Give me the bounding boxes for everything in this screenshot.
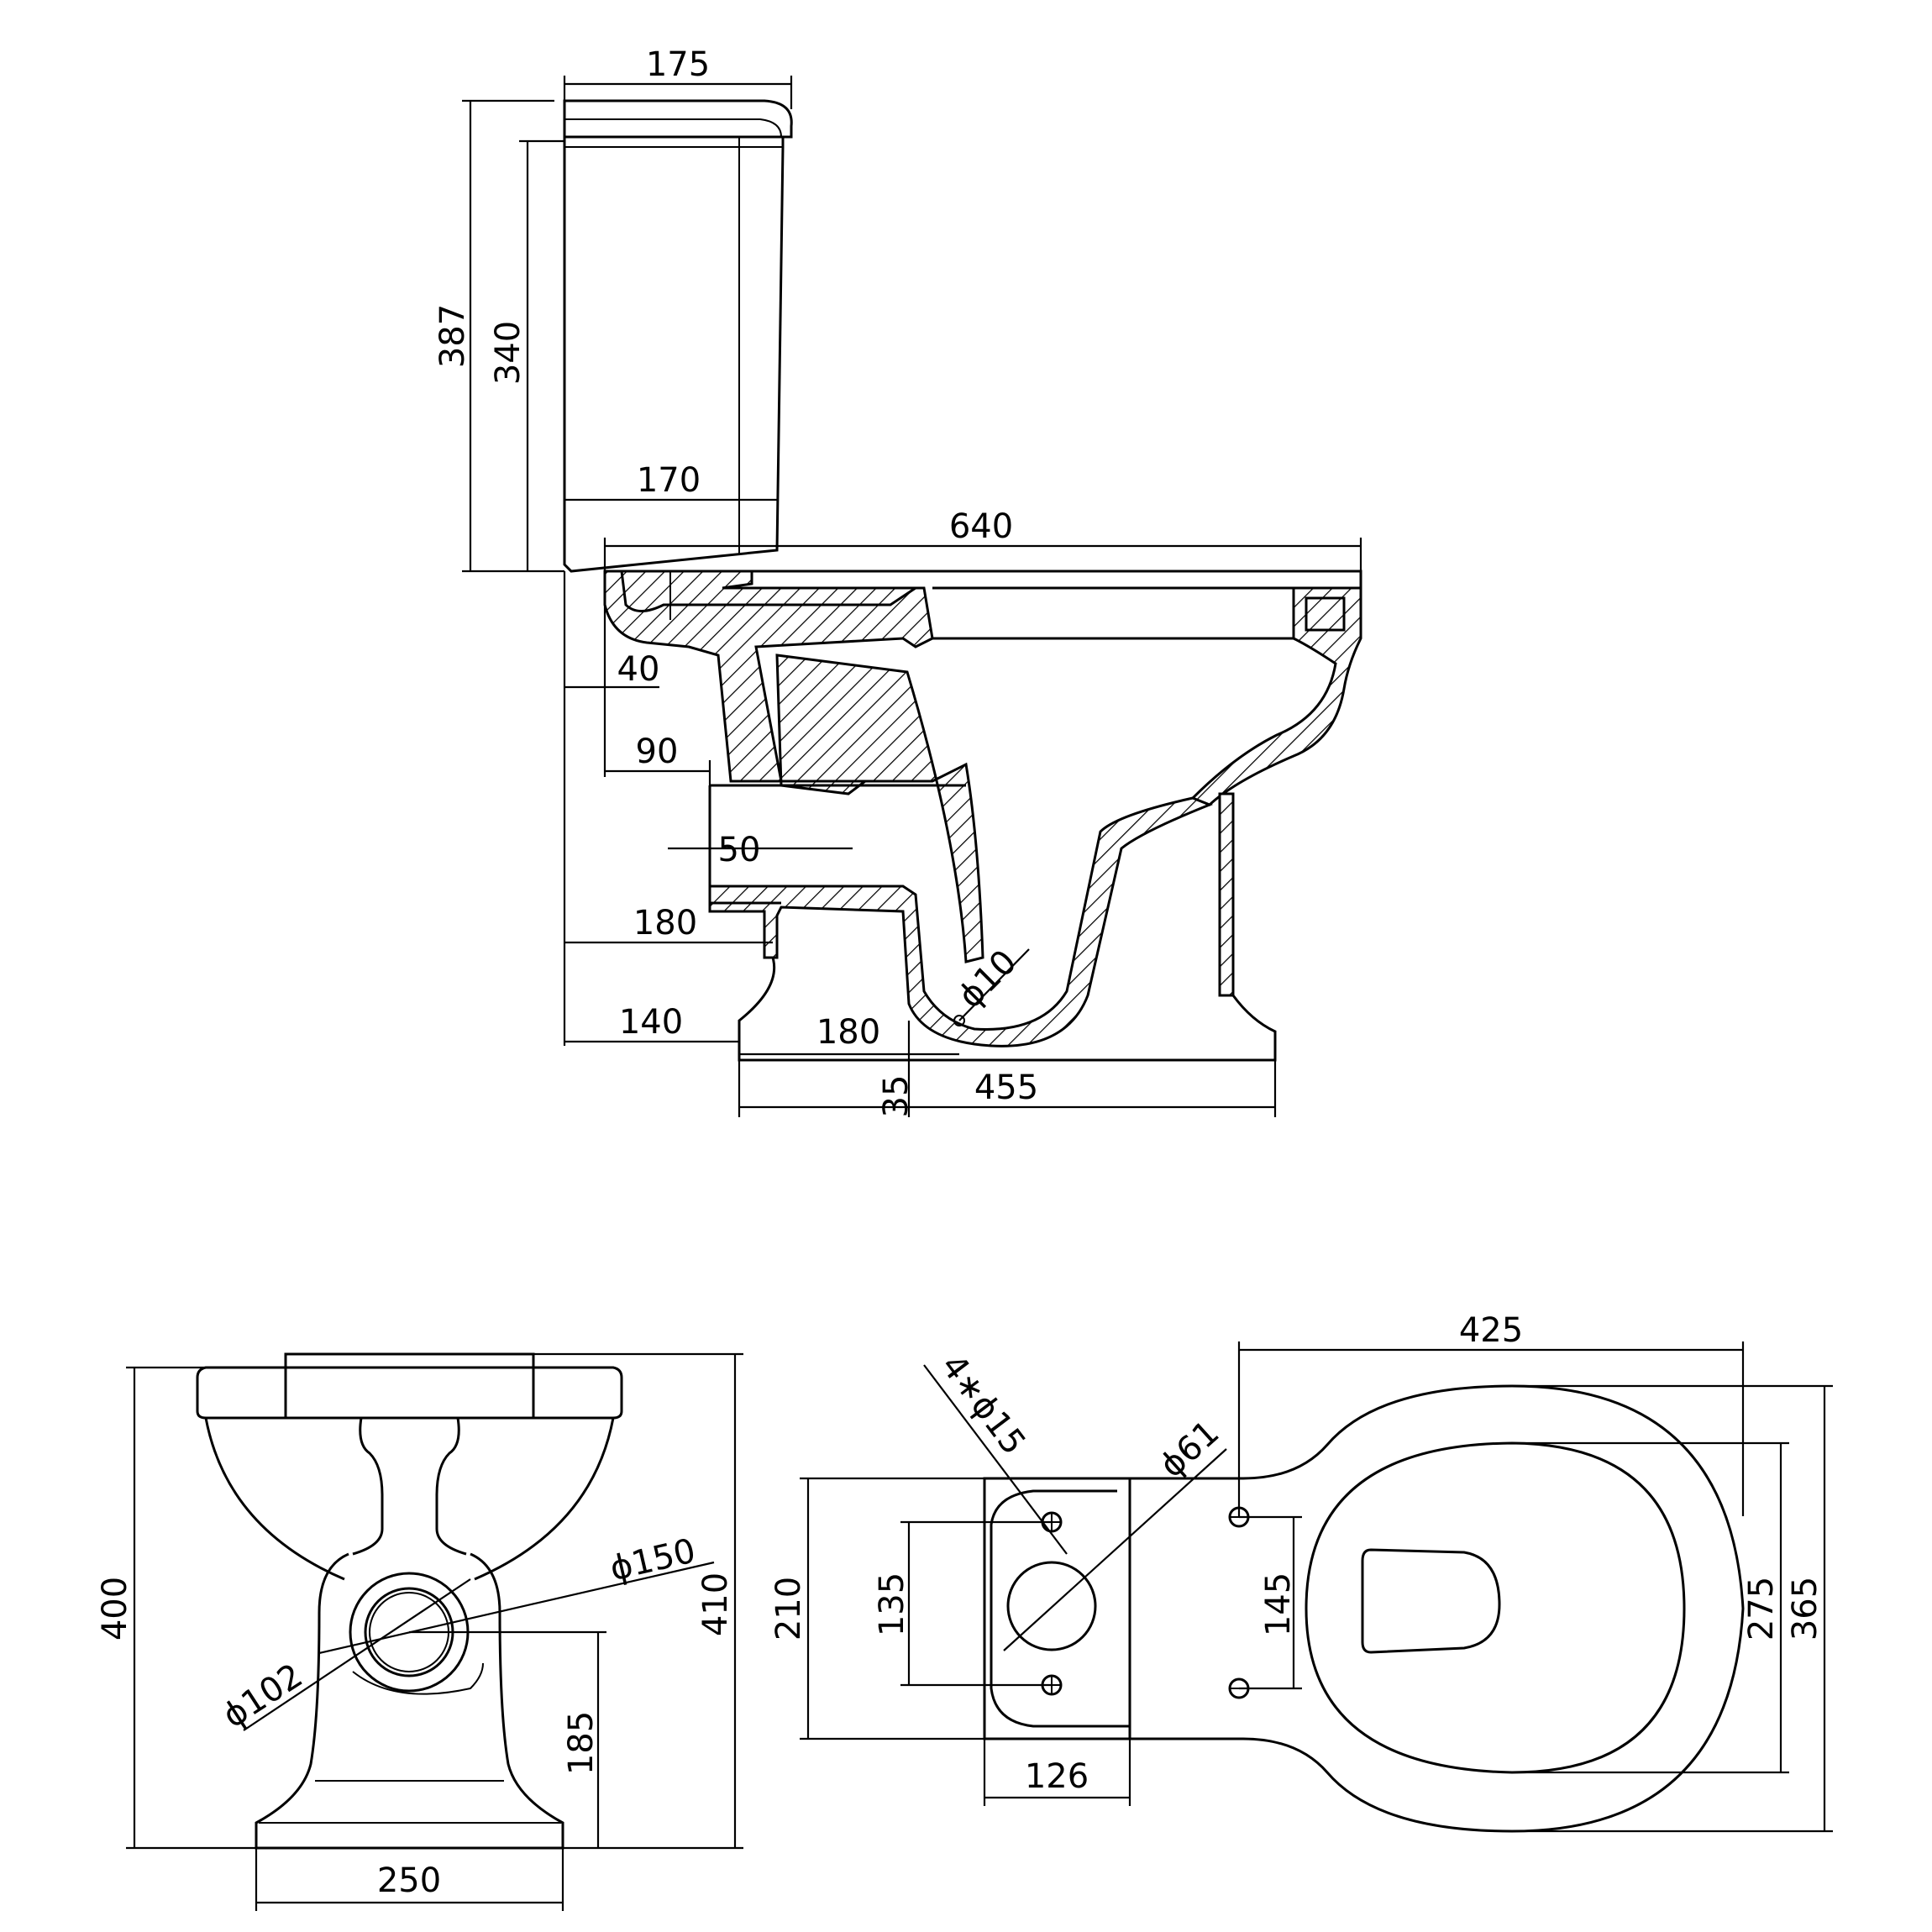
dim-base-length: 455 [974, 1068, 1038, 1107]
dim-tank-width: 210 [769, 1577, 808, 1641]
dim-center-height: 185 [562, 1711, 601, 1775]
tank-lid [563, 99, 793, 139]
tank-lid-edge [564, 118, 782, 138]
rim-section-right [1190, 586, 1362, 806]
front-dimensions: 400 410 ϕ150 ϕ102 185 250 [96, 1352, 743, 1911]
tank-body [563, 135, 785, 573]
top-cistern-inner [990, 1489, 1130, 1728]
top-bowl-outline [1130, 1384, 1745, 1833]
foot-leg [1218, 792, 1235, 997]
top-seat-opening [1361, 1548, 1501, 1654]
dim-seat-hole-spacing: 145 [1259, 1572, 1298, 1636]
dim-trap-offset: 180 [816, 1013, 880, 1052]
dim-base-width: 250 [377, 1861, 441, 1900]
front-seat [196, 1366, 623, 1420]
dim-outlet-height: 180 [633, 904, 697, 942]
dim-front-height: 400 [96, 1577, 134, 1641]
top-cistern [983, 1477, 1131, 1740]
dim-trap-depth: 35 [877, 1075, 916, 1118]
dim-bowl-width: 365 [1786, 1577, 1824, 1641]
dim-front-overall-height: 410 [696, 1572, 735, 1636]
dim-outer-ring: ϕ150 [606, 1531, 699, 1588]
dim-bowl-length: 425 [1459, 1311, 1523, 1350]
dim-inlet-offset: 40 [617, 650, 660, 689]
dim-tank-base-depth: 170 [637, 461, 701, 500]
front-cistern [284, 1352, 535, 1420]
inlet [620, 570, 916, 612]
dim-inlet-diameter: ϕ61 [1152, 1413, 1226, 1485]
side-view: 175 387 340 170 640 40 90 50 180 [433, 45, 1362, 1118]
dim-hole-diameter: ϕ10 [951, 942, 1024, 1016]
front-neck [352, 1417, 467, 1556]
front-pedestal [255, 1552, 564, 1850]
dim-overall-height: 387 [433, 304, 472, 368]
dim-inlet-offset-2: 90 [636, 732, 679, 771]
dim-outlet-diameter: 50 [718, 831, 761, 869]
outlet-pipe [708, 784, 966, 905]
front-view: 400 410 ϕ150 ϕ102 185 250 [96, 1352, 743, 1911]
dim-tank-height: 340 [489, 321, 528, 385]
dim-inner-ring: ϕ102 [216, 1656, 309, 1736]
top-bowl-inner [1305, 1441, 1686, 1774]
pan-section-left [603, 570, 984, 963]
trap-section [708, 796, 1214, 1047]
dim-bowl-inner-width: 275 [1742, 1577, 1781, 1641]
top-inlet [1006, 1561, 1097, 1651]
dim-hole-spacing: 135 [873, 1572, 911, 1636]
dim-tank-depth: 175 [646, 45, 710, 84]
dim-tank-depth-top: 126 [1025, 1757, 1089, 1796]
top-dimensions: 425 4∗ϕ15 ϕ61 210 135 126 145 27 [769, 1311, 1833, 1833]
top-view: 425 4∗ϕ15 ϕ61 210 135 126 145 27 [769, 1311, 1833, 1833]
dim-overall-length: 640 [949, 507, 1013, 546]
dim-foot-offset: 140 [619, 1003, 683, 1042]
front-bowl [204, 1417, 615, 1581]
